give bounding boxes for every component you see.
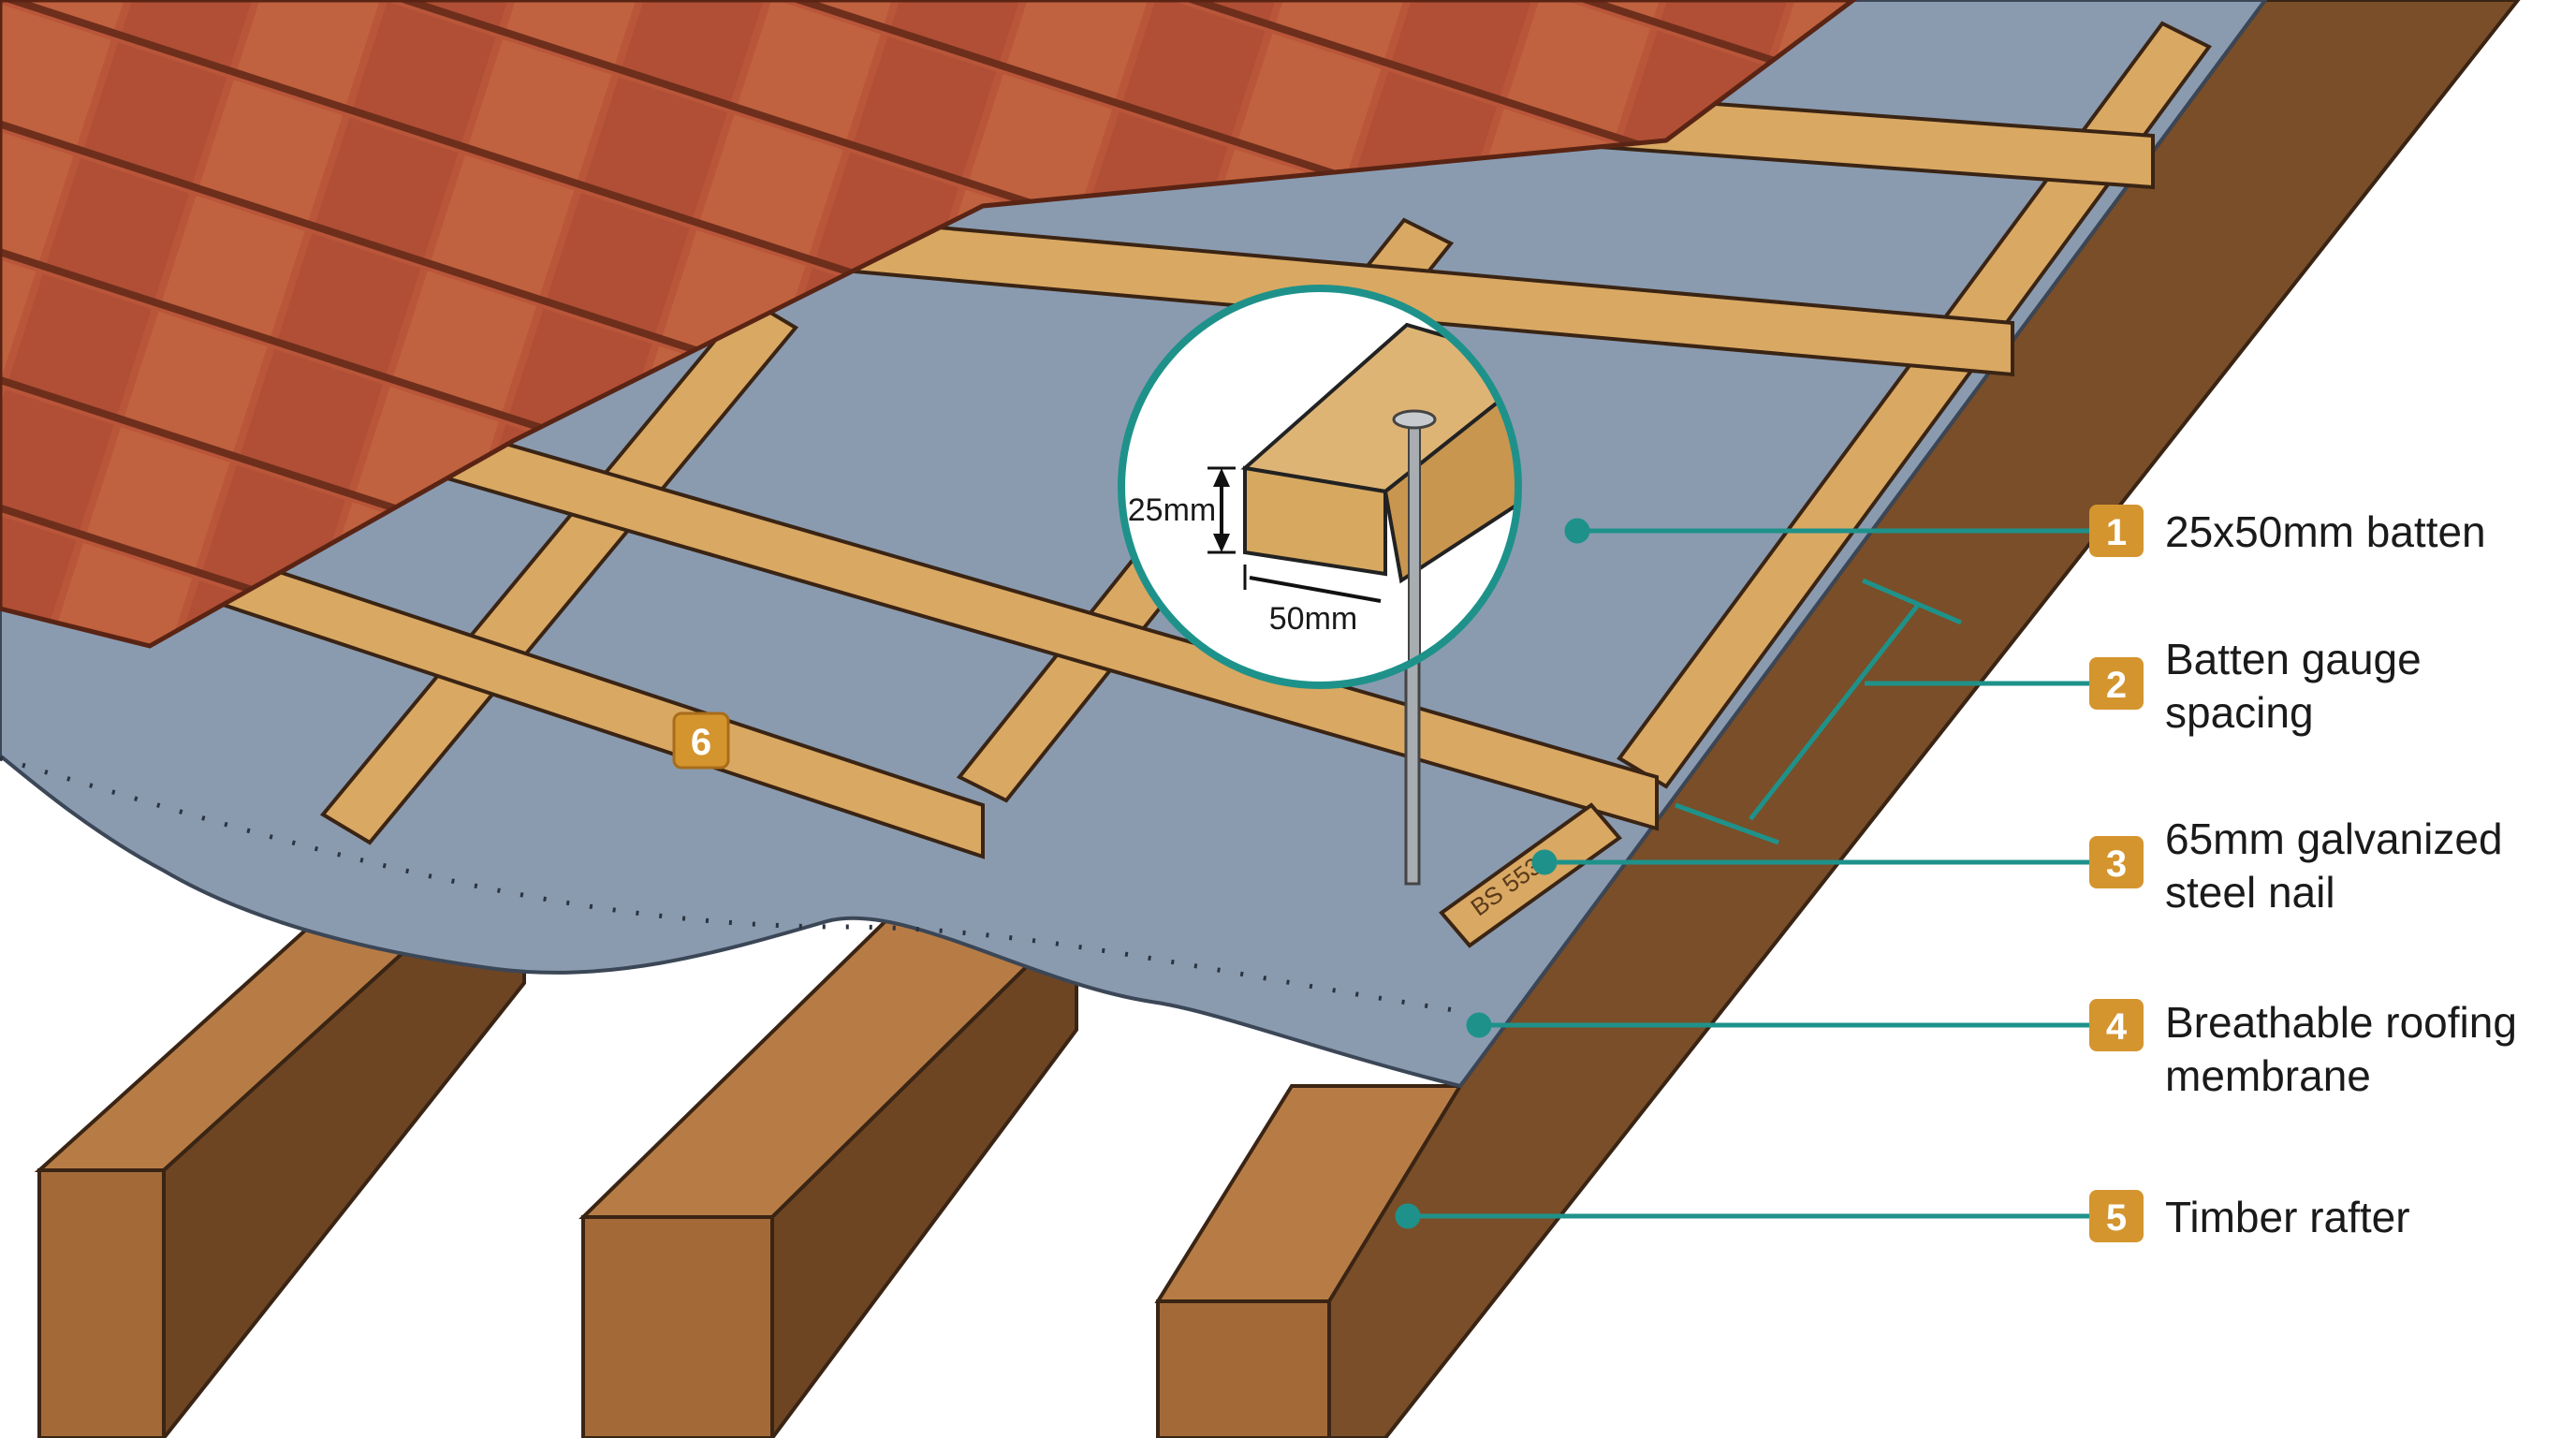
svg-text:1: 1: [2106, 512, 2127, 553]
batten-end-face: [1243, 465, 1387, 577]
svg-text:25x50mm batten: 25x50mm batten: [2165, 507, 2486, 556]
svg-text:4: 4: [2106, 1006, 2128, 1048]
svg-text:3: 3: [2106, 844, 2127, 885]
svg-text:5: 5: [2106, 1197, 2127, 1239]
badge-6: 6: [672, 712, 730, 770]
leader-lines: [1395, 518, 2093, 1229]
membrane-nail-line: [0, 756, 1461, 1014]
rafter-side: [770, 913, 1078, 1438]
rafters: [34, 0, 2521, 1438]
svg-text:membrane: membrane: [2165, 1051, 2371, 1100]
svg-text:Batten gauge: Batten gauge: [2165, 635, 2422, 683]
callout-3: 3 65mm galvanized steel nail: [2089, 814, 2503, 917]
rafter-front: [581, 1215, 774, 1438]
rafter-front: [37, 1168, 166, 1438]
svg-text:Timber rafter: Timber rafter: [2165, 1193, 2410, 1241]
svg-text:Breathable roofing: Breathable roofing: [2165, 998, 2517, 1047]
svg-text:steel nail: steel nail: [2165, 868, 2335, 917]
callout-4: 4 Breathable roofing membrane: [2089, 998, 2517, 1100]
svg-text:65mm galvanized: 65mm galvanized: [2165, 814, 2503, 863]
svg-text:spacing: spacing: [2165, 688, 2314, 737]
callout-1: 1 25x50mm batten: [2089, 505, 2486, 557]
callout-5: 5 Timber rafter: [2089, 1190, 2410, 1242]
svg-text:2: 2: [2106, 665, 2127, 706]
height-dimension-label: 25mm: [1128, 492, 1216, 528]
rafter-front: [1156, 1299, 1331, 1438]
svg-text:6: 6: [691, 722, 711, 763]
width-dimension-label: 50mm: [1269, 601, 1357, 637]
callout-2: 2 Batten gauge spacing: [2089, 635, 2422, 737]
batten-detail-magnifier: 25mm 50mm: [1118, 285, 1522, 689]
roof-tiles: [0, 0, 1858, 649]
